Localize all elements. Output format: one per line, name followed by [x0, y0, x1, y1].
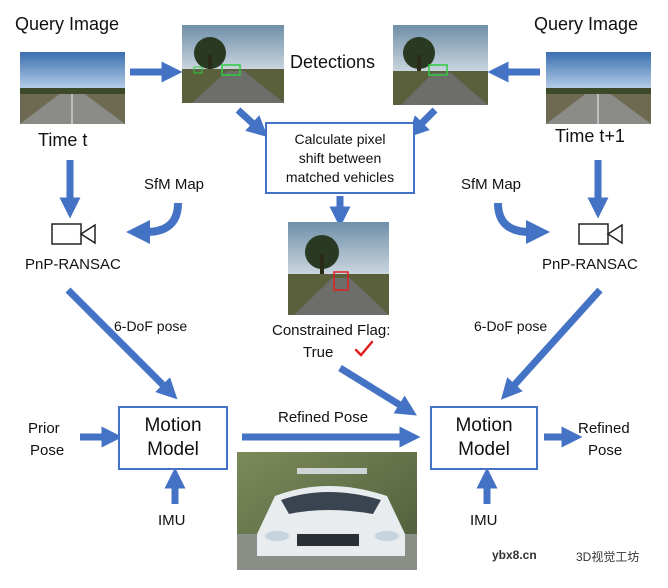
motion-model-left: Motion Model [118, 406, 228, 470]
calc-pixel-shift-box: Calculate pixel shift between matched ve… [265, 122, 415, 194]
imu-right-label: IMU [470, 512, 498, 529]
imu-left-label: IMU [158, 512, 186, 529]
arrow-sfm-right-to-pnp [494, 202, 550, 244]
arrow-pnp-left-to-motion [65, 287, 178, 400]
motion-right-line1: Motion [455, 415, 513, 436]
calc-line2: shift between [298, 149, 382, 166]
prior-pose-label-1: Prior [28, 420, 60, 437]
pnp-ransac-right-label: PnP-RANSAC [542, 256, 638, 273]
dof-pose-right-label: 6-DoF pose [474, 318, 548, 334]
pnp-ransac-left-label: PnP-RANSAC [25, 256, 121, 273]
arrow-detection-right-to-calc [407, 107, 438, 138]
sfm-map-left-label: SfM Map [144, 176, 205, 193]
calc-line1: Calculate pixel [294, 130, 386, 147]
motion-left-line1: Motion [144, 415, 202, 436]
constrained-image [288, 222, 389, 315]
motion-model-right: Motion Model [430, 406, 538, 470]
watermark-domain: ybx8.cn [492, 548, 537, 562]
query-image-left [20, 52, 125, 124]
constrained-flag-value: True [303, 344, 334, 361]
detections-label: Detections [290, 52, 376, 72]
motion-right-line2: Model [458, 439, 510, 460]
checkmark-icon [354, 340, 374, 357]
refined-pose-right-label-1: Refined [578, 420, 630, 437]
query-image-right-label: Query Image [534, 14, 639, 34]
constrained-flag-label: Constrained Flag: [272, 322, 391, 339]
detection-image-right [393, 25, 488, 105]
refined-pose-mid-label: Refined Pose [278, 409, 369, 426]
dof-pose-left-label: 6-DoF pose [114, 318, 188, 334]
arrow-constrained-to-motion-right [338, 365, 417, 416]
watermark-brand: 3D视觉工坊 [576, 550, 640, 564]
camera-icon [51, 223, 96, 245]
arrow-pnp-right-to-motion [500, 287, 603, 400]
car-photo [237, 452, 417, 570]
time-t-label: Time t [38, 130, 88, 150]
query-image-right [546, 52, 651, 124]
camera-icon [578, 223, 623, 245]
query-image-left-label: Query Image [15, 14, 120, 34]
calc-line3: matched vehicles [285, 168, 395, 185]
time-t1-label: Time t+1 [555, 126, 625, 146]
detection-image-left [182, 25, 284, 103]
sfm-map-right-label: SfM Map [461, 176, 522, 193]
prior-pose-label-2: Pose [30, 442, 65, 459]
arrow-detection-left-to-calc [235, 107, 268, 138]
arrow-sfm-left-to-pnp [126, 202, 182, 244]
motion-left-line2: Model [147, 439, 199, 460]
refined-pose-right-label-2: Pose [588, 442, 623, 459]
